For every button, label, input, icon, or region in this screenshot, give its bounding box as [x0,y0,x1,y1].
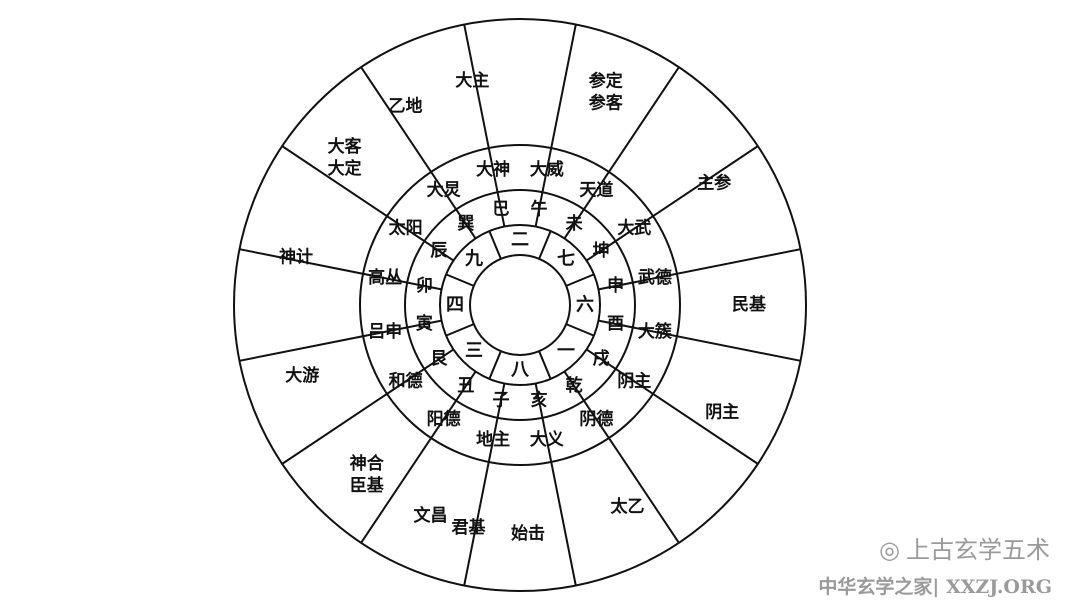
branch-label: 申 [607,275,624,296]
palace-divider [488,350,502,380]
palace-divider [538,230,552,260]
sector-divider [281,348,455,465]
outer-label: 大定 [328,158,362,179]
spirit-label: 大威 [530,159,564,180]
spirit-label: 高丛 [368,267,402,288]
palace-divider [538,350,552,380]
outer-label: 臣基 [350,475,385,496]
palace-divider [445,273,475,287]
branch-label: 子 [492,391,509,411]
diagram-lines [233,18,807,592]
palace-number: 三 [465,340,483,361]
sector-divider [239,319,442,362]
ring-circle-1 [359,144,681,466]
palace-number: 一 [557,340,575,361]
branch-label: 艮 [430,349,448,369]
outer-label: 主参 [697,173,731,194]
outer-label: 文昌 [414,505,448,526]
branch-label: 巽 [457,214,474,234]
branch-label: 未 [565,213,583,234]
ring-circle-0 [233,18,807,592]
branch-label: 丑 [457,376,474,396]
palace-number: 七 [557,249,575,270]
branch-label: 乾 [566,375,583,396]
diagram-labels: 大威天道大武武德大簇阴主阴德大义地主阳德和德吕申高丛太阳大炅大神午未坤申酉戌乾亥… [279,70,767,544]
sector-divider [598,319,801,362]
branch-label: 辰 [430,241,448,261]
sector-divider [585,145,759,262]
palace-number: 二 [511,230,529,251]
branch-label: 戌 [593,348,610,369]
spirit-label: 武德 [638,267,672,288]
branch-label: 寅 [416,313,433,334]
sector-divider [534,24,577,227]
spirit-label: 阳德 [427,408,461,429]
spirit-label: 大炅 [427,180,462,201]
spirit-label: 大簇 [638,321,673,342]
outer-label: 大主 [455,70,489,91]
outer-label: 乙地 [389,96,423,117]
sector-divider [534,383,577,586]
outer-label: 神计 [279,246,313,267]
outer-label: 阴主 [705,402,739,423]
spirit-label: 太阳 [389,218,423,239]
spirit-label: 和德 [389,370,423,391]
palace-number: 四 [446,295,464,316]
branch-label: 亥 [531,390,548,411]
outer-label: 参定 [589,71,623,92]
branch-label: 卯 [416,276,433,296]
ring-circle-4 [469,254,571,356]
ring-circle-2 [404,189,636,421]
watermark-brand: ◎上古玄学五术 [879,530,1050,565]
sector-divider [360,66,477,240]
sector-divider [360,370,477,544]
spirit-label: 地主 [476,429,510,450]
watermark-brand-text: 上古玄学五术 [906,536,1050,564]
palace-divider [488,230,502,260]
sector-divider [463,383,506,586]
branch-label: 巳 [492,199,509,219]
palace-divider [565,323,595,337]
sector-divider [563,66,680,240]
outer-label: 太乙 [611,496,645,517]
sector-divider [239,248,442,291]
outer-label: 神合 [350,453,385,474]
sector-divider [463,24,506,227]
branch-label: 午 [531,198,548,219]
palace-number: 六 [576,294,594,316]
ring-circle-3 [439,224,601,386]
spirit-label: 大神 [476,159,510,180]
outer-label: 始击 [511,523,545,544]
spirit-label: 大义 [530,429,564,450]
outer-label: 君基 [451,517,486,538]
spirit-label: 阴主 [617,370,651,391]
sector-divider [585,348,759,465]
branch-label: 酉 [607,314,624,334]
outer-label: 大游 [285,365,319,386]
outer-label: 大客 [328,136,363,157]
outer-label: 民基 [732,294,767,315]
outer-label: 参客 [589,93,624,114]
branch-label: 坤 [593,240,610,261]
spirit-label: 天道 [579,180,613,201]
watermark-site: 中华玄学之家| XXZJ.ORG [818,576,1052,598]
palace-divider [445,323,475,337]
palace-number: 九 [464,249,483,270]
wechat-icon: ◎ [879,536,900,564]
sector-divider [563,370,680,544]
sector-divider [281,145,455,262]
palace-number: 八 [511,360,530,381]
spirit-label: 大武 [617,218,651,239]
spirit-label: 阴德 [579,408,613,429]
spirit-label: 吕申 [368,321,402,342]
sector-divider [598,248,801,291]
palace-divider [565,273,595,287]
